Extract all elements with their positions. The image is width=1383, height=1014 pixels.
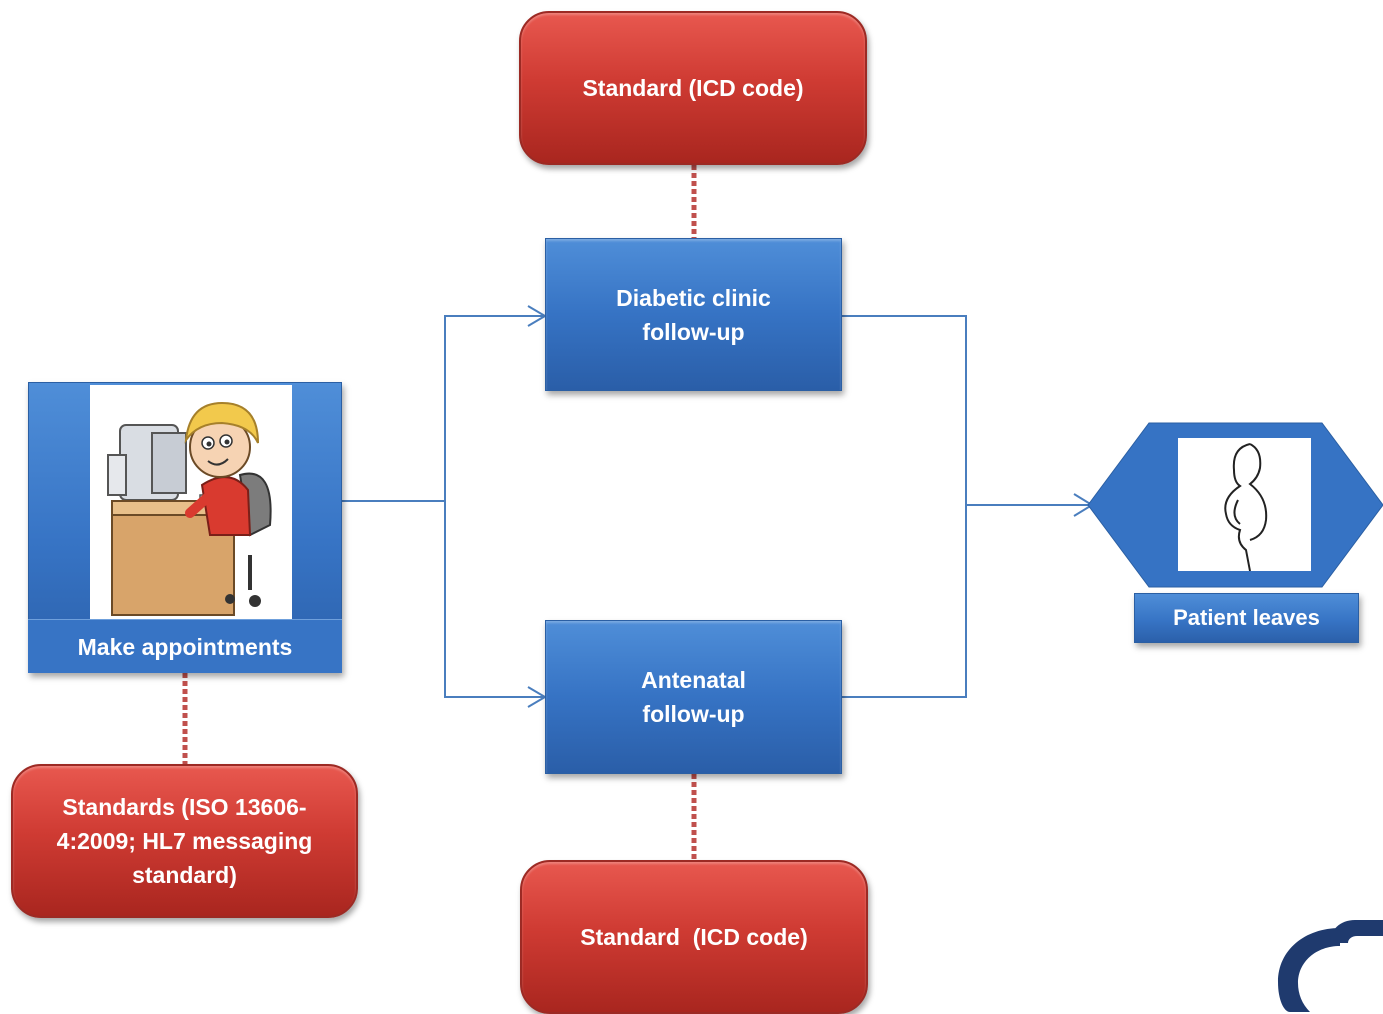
patient-illustration — [1178, 438, 1311, 571]
antenatal-box: Antenatal follow-up — [545, 620, 842, 774]
connector-to-diabetic — [444, 315, 545, 697]
patient-leaves-label-bar: Patient leaves — [1134, 593, 1359, 643]
connector-diabetic-to-merge — [842, 315, 967, 698]
diabetic-clinic-box: Diabetic clinic follow-up — [545, 238, 842, 391]
connector-to-antenatal — [444, 501, 545, 698]
make-appointments-label-bar: Make appointments — [28, 619, 342, 673]
standard-top-label: Standard (ICD code) — [582, 75, 804, 101]
standards-left-box: Standards (ISO 13606-4:2009; HL7 messagi… — [11, 764, 358, 918]
antenatal-label: Antenatal follow-up — [641, 667, 746, 727]
standard-bottom-label: Standard (ICD code) — [580, 924, 808, 950]
standard-top-box: Standard (ICD code) — [519, 11, 867, 165]
standards-left-label: Standards (ISO 13606-4:2009; HL7 messagi… — [56, 794, 313, 888]
patient-icon — [1224, 443, 1268, 571]
diabetic-clinic-label: Diabetic clinic follow-up — [616, 284, 771, 345]
patient-leaves-label: Patient leaves — [1173, 605, 1320, 630]
receptionist-icon — [107, 401, 272, 616]
logo-icon — [1278, 928, 1340, 1012]
standard-bottom-box: Standard (ICD code) — [520, 860, 868, 1014]
logo-icon-inner — [1330, 920, 1383, 943]
receptionist-illustration — [90, 385, 292, 619]
make-appointments-label: Make appointments — [77, 633, 293, 660]
